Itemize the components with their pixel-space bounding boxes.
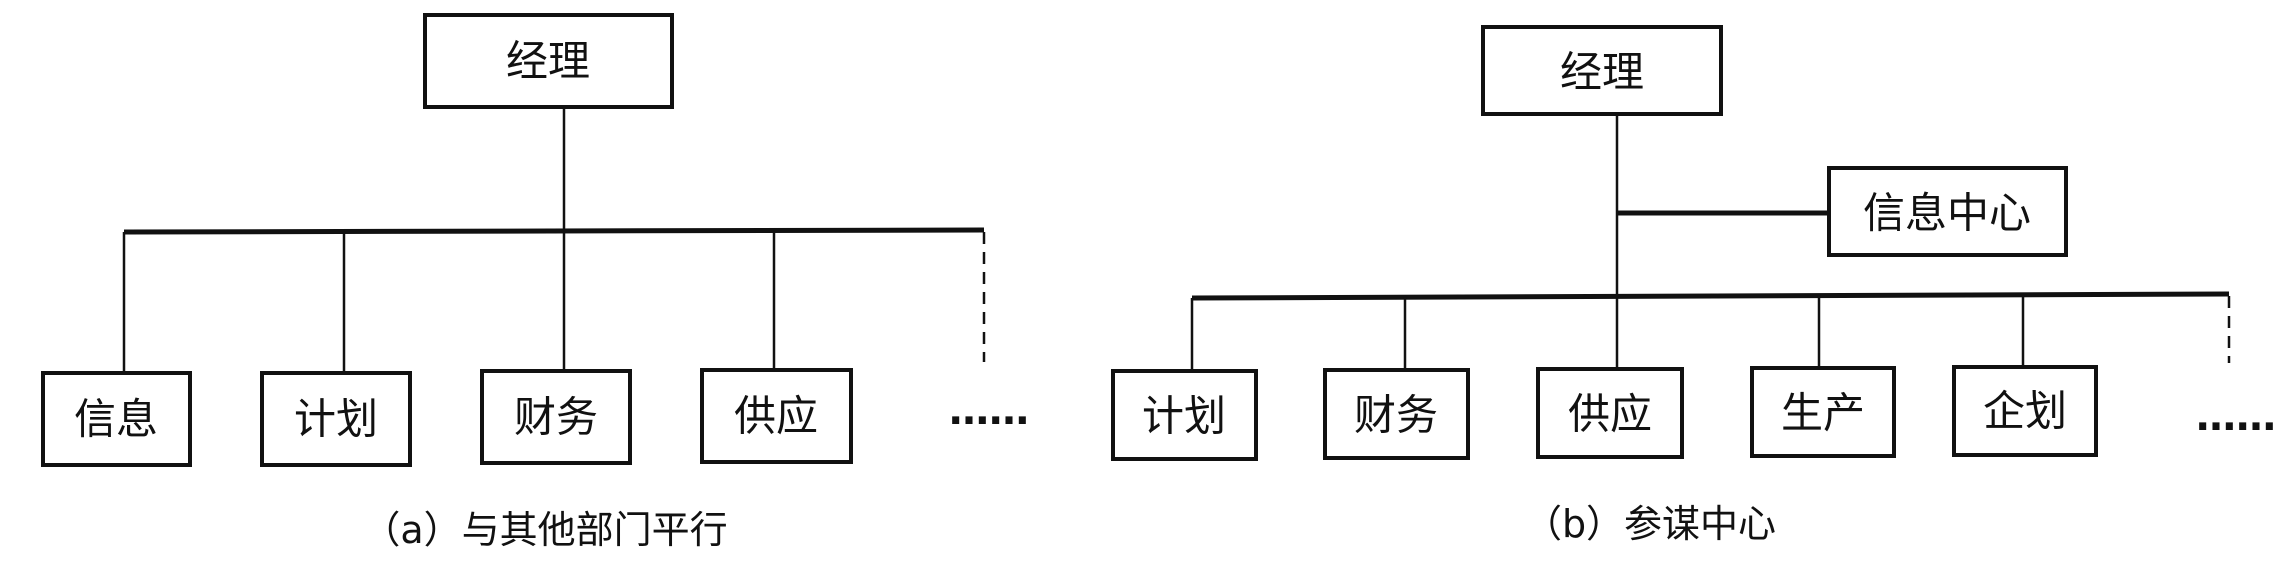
root-label: 经理 <box>506 37 590 86</box>
child-label: 生产 <box>1781 389 1865 438</box>
child-box <box>1111 369 1258 461</box>
child-label: 财务 <box>514 393 598 442</box>
branch-bar <box>123 227 985 235</box>
child-box <box>1750 366 1896 458</box>
child-box <box>41 371 192 467</box>
root-label: 经理 <box>1560 48 1644 97</box>
child-label: 计划 <box>294 395 378 444</box>
child-label: 计划 <box>1142 392 1226 441</box>
child-label: 财务 <box>1354 391 1438 440</box>
child-box <box>1952 365 2098 457</box>
ellipsis: …… <box>949 388 1029 434</box>
child-box <box>260 371 412 467</box>
child-label: 企划 <box>1983 387 2067 436</box>
child-label: 供应 <box>1568 390 1652 439</box>
root-box <box>1481 25 1723 116</box>
staff-label: 信息中心 <box>1863 189 2031 238</box>
diagram-b: 经理 信息中心 计划 财务 供应 生产 企划 …… （b）参谋中心 <box>1111 25 2276 546</box>
child-box <box>700 368 853 464</box>
root-box <box>423 13 674 109</box>
caption-b: （b）参谋中心 <box>1524 502 1776 546</box>
branch-bar <box>1191 291 2230 301</box>
child-box <box>1536 367 1684 459</box>
child-box <box>480 369 632 465</box>
child-box <box>1323 368 1470 460</box>
caption-a: （a）与其他部门平行 <box>362 508 727 552</box>
ellipsis: …… <box>2196 394 2276 440</box>
diagram-a: 经理 信息 计划 财务 供应 …… （a）与其他部门平行 <box>41 13 1029 552</box>
child-label: 供应 <box>734 392 818 441</box>
staff-box <box>1827 166 2068 257</box>
child-label: 信息 <box>74 395 158 444</box>
